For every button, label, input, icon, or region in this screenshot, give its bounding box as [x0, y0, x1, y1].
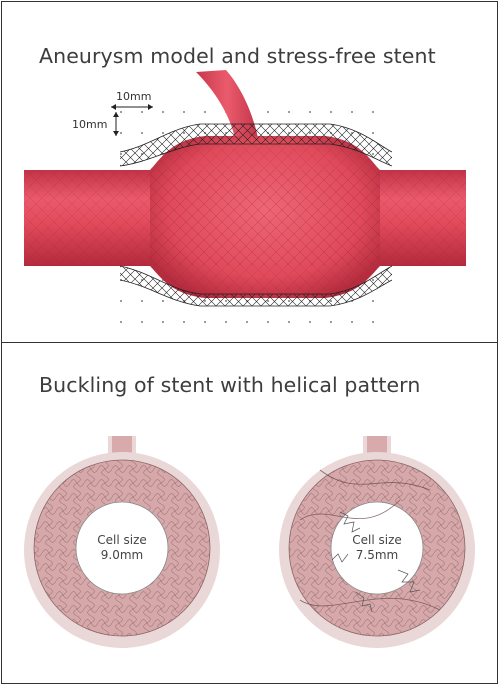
grid-dot [162, 321, 164, 323]
grid-dot [141, 111, 143, 113]
aneurysm-model-figure: 10mm 10mm [24, 70, 466, 323]
grid-dot [183, 111, 185, 113]
grid-dot [267, 321, 269, 323]
grid-dot [288, 111, 290, 113]
grid-dot [204, 111, 206, 113]
grid-dot [267, 111, 269, 113]
grid-dot [162, 111, 164, 113]
bottom-panel-title: Buckling of stent with helical pattern [39, 373, 421, 397]
top-panel-title: Aneurysm model and stress-free stent [39, 44, 436, 68]
grid-dot [372, 111, 374, 113]
grid-dot [141, 300, 143, 302]
grid-dot [162, 132, 164, 134]
grid-dot [120, 111, 122, 113]
grid-dot [330, 321, 332, 323]
grid-dot [120, 300, 122, 302]
grid-dot [183, 321, 185, 323]
grid-dot [330, 111, 332, 113]
scale-label-y: 10mm [72, 118, 107, 131]
grid-dot [246, 321, 248, 323]
scale-bar-horizontal: 10mm [111, 90, 153, 110]
grid-dot [288, 321, 290, 323]
grid-dot [141, 132, 143, 134]
scale-bar-vertical: 10mm [72, 112, 119, 136]
grid-dot [204, 321, 206, 323]
grid-dot [309, 111, 311, 113]
grid-dot [372, 300, 374, 302]
grid-dot [351, 321, 353, 323]
scale-label-x: 10mm [116, 90, 151, 103]
grid-dot [372, 132, 374, 134]
grid-dot [225, 321, 227, 323]
grid-dot [162, 300, 164, 302]
grid-dot [141, 321, 143, 323]
grid-dot [351, 111, 353, 113]
grid-dot [120, 321, 122, 323]
grid-dot [120, 132, 122, 134]
grid-dot [372, 321, 374, 323]
grid-dot [309, 321, 311, 323]
